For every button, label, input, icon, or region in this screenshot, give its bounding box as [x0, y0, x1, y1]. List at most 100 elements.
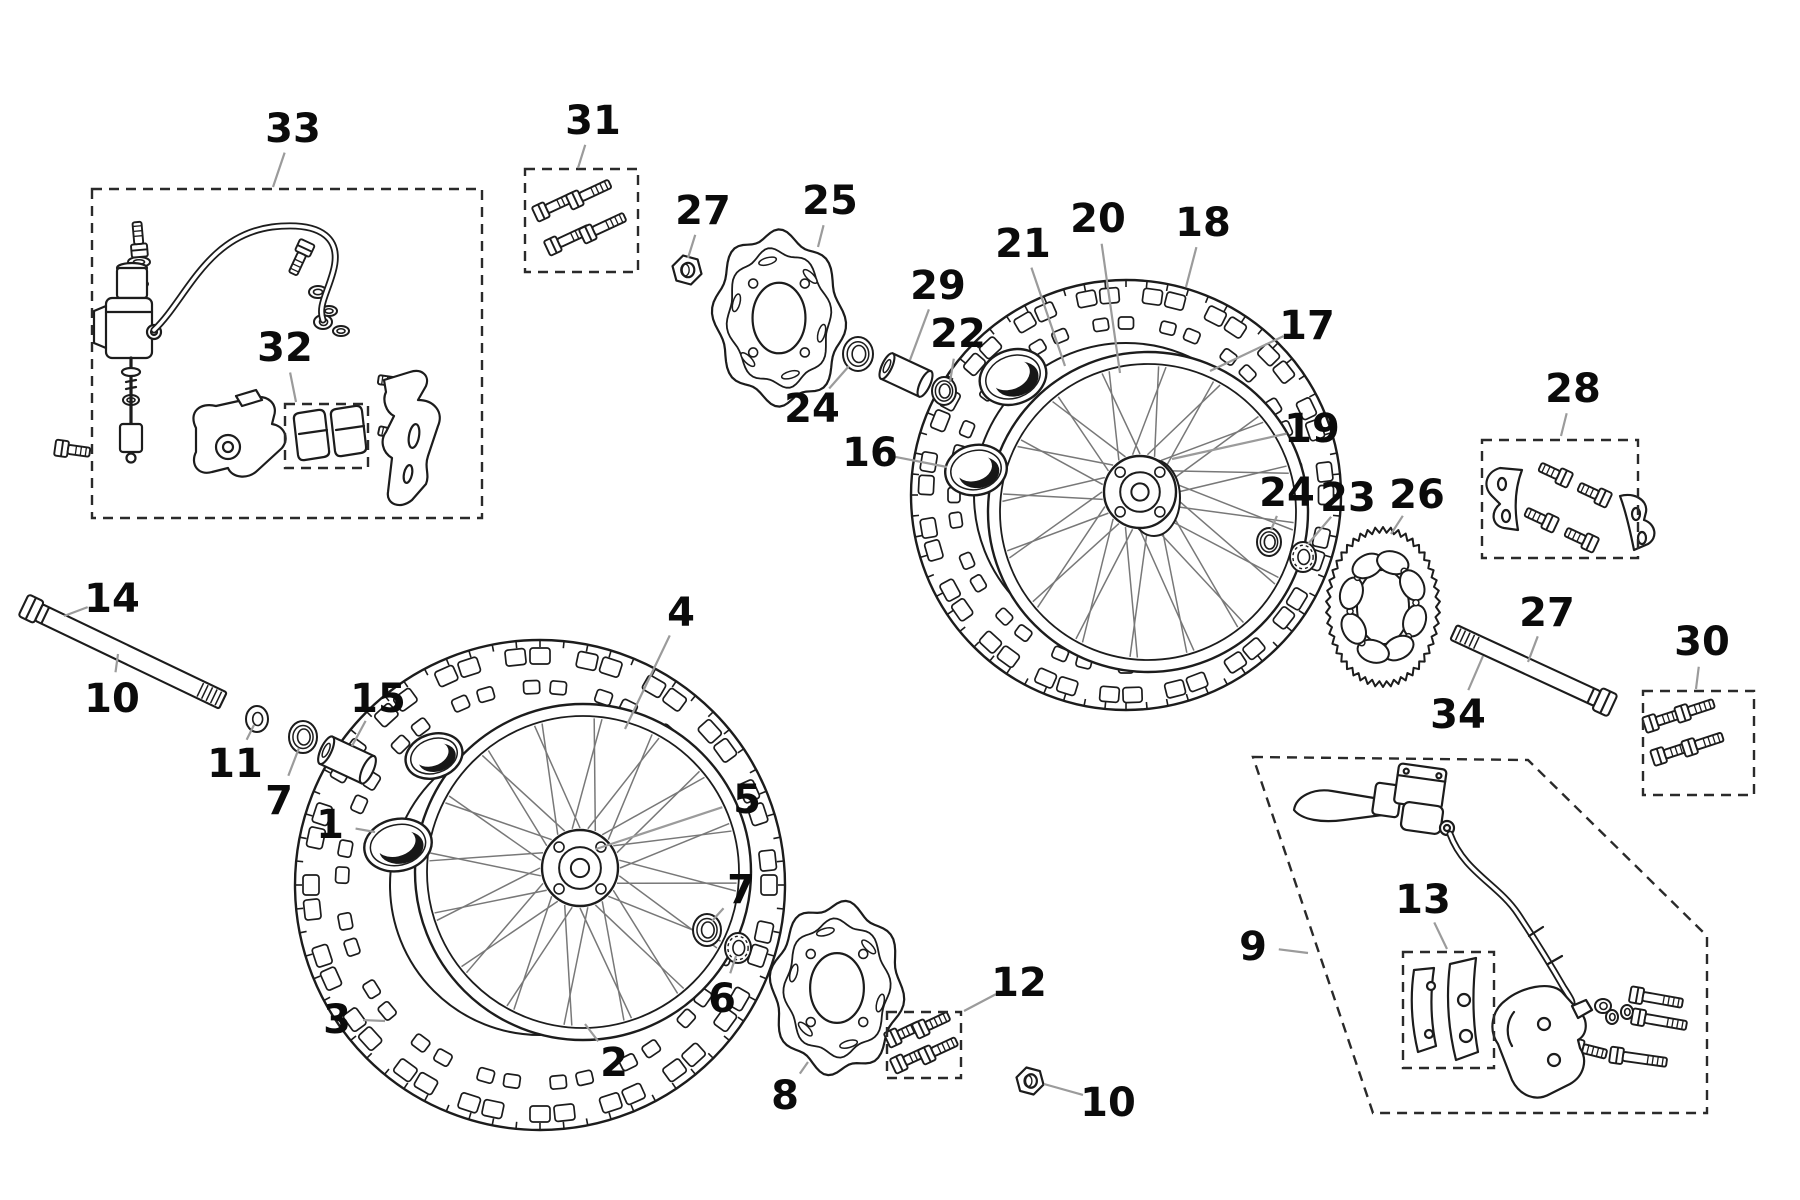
tread-tick: [988, 328, 995, 335]
tread-tick: [1324, 431, 1332, 436]
axle-box-bolt: [1673, 698, 1716, 724]
thread: [1707, 737, 1712, 746]
front-reservoir: [1393, 762, 1448, 811]
tread-knob: [410, 1033, 431, 1053]
callout-leader: [798, 1061, 809, 1075]
rear-brake-pads-box: [283, 402, 370, 470]
rim-lock-lip: [369, 823, 427, 867]
tread-tick: [515, 1121, 518, 1129]
sprocket-hole: [1356, 638, 1390, 664]
tread-tick: [305, 813, 313, 817]
tread-tick: [323, 996, 331, 1002]
pad-liner: [297, 428, 329, 436]
callout-25: 25: [802, 178, 858, 248]
tread-knob: [593, 688, 614, 707]
tread-knob: [337, 911, 354, 931]
thread: [1576, 533, 1582, 542]
tread-tick: [973, 342, 980, 349]
oil-seal-hole: [296, 728, 311, 746]
thread: [590, 187, 595, 196]
caliper-bolt-shaft: [1621, 1051, 1668, 1068]
callout-28: 28: [1545, 366, 1601, 437]
callout-number: 29: [910, 263, 966, 309]
washer: [245, 705, 269, 733]
head-facet: [297, 244, 313, 253]
callout-number: 6: [708, 976, 736, 1022]
tread-tick: [1309, 592, 1316, 598]
spoke: [1032, 523, 1120, 603]
thread: [290, 267, 299, 273]
caliper-lug: [234, 388, 264, 408]
tread-tick: [1145, 701, 1148, 710]
thread: [1703, 702, 1707, 711]
tread-knob: [760, 874, 778, 896]
thread: [1672, 997, 1675, 1006]
thread: [929, 1020, 934, 1028]
oil-seal-hole: [851, 344, 867, 364]
callout-leader: [1269, 515, 1278, 531]
hose-band: [1546, 954, 1564, 966]
tread-tick: [936, 592, 943, 598]
tread-tick: [690, 695, 697, 702]
banjo-bolt: [288, 238, 316, 276]
callout-leader: [711, 907, 725, 922]
spoke: [430, 852, 541, 877]
tread-knob: [522, 679, 541, 695]
rim-lock: [944, 443, 1008, 497]
tread-tick: [1023, 678, 1029, 685]
tread-tick: [1165, 698, 1169, 707]
callout-16: 16: [842, 430, 948, 476]
callout-leader: [963, 993, 997, 1012]
banjo-washer-hole: [1608, 1012, 1616, 1022]
thread: [1681, 1020, 1684, 1029]
disc-bolt-shaft: [591, 212, 627, 236]
tread-knob: [662, 1058, 688, 1083]
callout-number: 27: [675, 188, 731, 234]
tread-tick: [350, 728, 357, 735]
tread-knob: [1203, 305, 1228, 327]
thread: [1541, 464, 1546, 473]
thread: [209, 689, 218, 704]
caliper-contour: [1506, 1010, 1516, 1048]
callout-leader: [245, 724, 255, 741]
spoke: [513, 896, 553, 1010]
spoke: [616, 770, 701, 854]
tread-tick: [323, 768, 331, 774]
spoke: [1108, 371, 1120, 461]
thread: [1671, 712, 1675, 721]
callout-8: 8: [771, 1061, 809, 1119]
pad-tab: [1425, 980, 1437, 992]
callout-leader: [948, 358, 955, 383]
head-facet: [1636, 1009, 1642, 1026]
tread-tick: [1324, 554, 1332, 559]
sprocket-hole: [1376, 550, 1410, 576]
callout-leader: [362, 1018, 386, 1023]
hub-hole: [1154, 506, 1166, 518]
callout-22: 22: [930, 311, 986, 383]
callout-leader: [686, 234, 697, 259]
head-facet: [1599, 691, 1612, 714]
callout-leader: [895, 455, 948, 469]
thread: [614, 216, 619, 225]
tread-knob: [963, 352, 987, 377]
callout-24: 24: [1259, 470, 1315, 531]
tread-tick: [759, 790, 767, 795]
thread: [1698, 703, 1703, 712]
tread-tick: [562, 641, 565, 649]
callout-17: 17: [1209, 303, 1335, 372]
callout-5: 5: [595, 777, 761, 851]
thread: [1662, 995, 1665, 1005]
callout-leader: [1526, 635, 1539, 663]
thread: [1702, 738, 1707, 747]
tread-tick: [305, 953, 313, 957]
tread-knob: [919, 516, 939, 539]
bearing: [1289, 541, 1317, 573]
callout-leader: [1171, 432, 1287, 461]
tread-knob: [917, 474, 935, 496]
tread-tick: [1204, 686, 1210, 694]
master-cylinder-body: [104, 296, 154, 360]
banjo-eye: [1594, 998, 1612, 1014]
thread: [556, 199, 561, 208]
front-axle-shaft: [34, 603, 228, 710]
